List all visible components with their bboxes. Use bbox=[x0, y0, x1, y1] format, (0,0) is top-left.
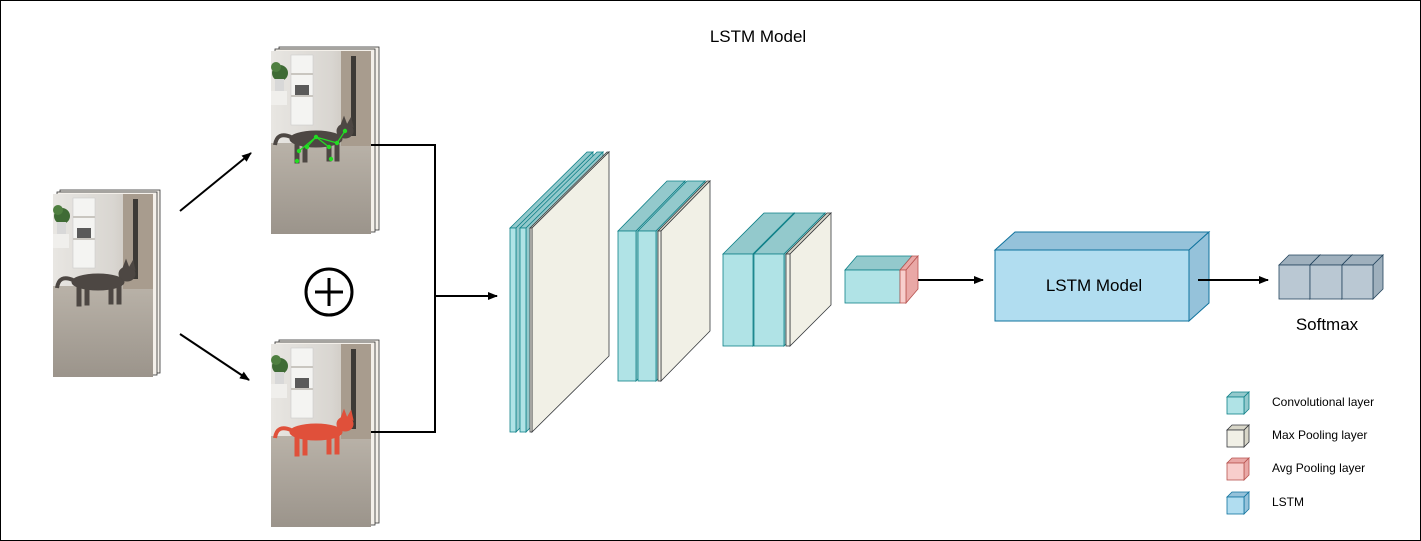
maxpool-layer-1 bbox=[529, 151, 610, 433]
legend-swatch-avgpool bbox=[1226, 462, 1245, 481]
legend-label-maxpool: Max Pooling layer bbox=[1272, 428, 1367, 442]
keypoint-video-frames bbox=[270, 46, 380, 235]
arrow-to-mask-branch bbox=[179, 333, 250, 381]
softmax-cube-3 bbox=[1341, 254, 1384, 300]
raw-video-frame-image bbox=[52, 193, 154, 378]
legend-swatch-conv bbox=[1226, 396, 1245, 415]
legend-label-avgpool: Avg Pooling layer bbox=[1272, 461, 1365, 475]
cnn-block-1 bbox=[509, 151, 610, 433]
combine-symbol bbox=[304, 267, 354, 317]
legend-item-avgpool: Avg Pooling layer bbox=[1226, 457, 1365, 481]
conv-layer-4 bbox=[844, 255, 913, 304]
cnn-block-4 bbox=[844, 254, 919, 305]
legend-label-conv: Convolutional layer bbox=[1272, 395, 1374, 409]
avgpool-layer bbox=[899, 254, 919, 305]
lstm-block-label: LSTM Model bbox=[1046, 276, 1142, 295]
raw-video-frames bbox=[52, 189, 161, 378]
lstm-block: LSTM Model bbox=[993, 230, 1211, 323]
legend-item-lstm: LSTM bbox=[1226, 491, 1304, 515]
keypoint-frame-image bbox=[270, 50, 372, 235]
legend-swatch-lstm bbox=[1226, 496, 1245, 515]
cnn-block-3 bbox=[722, 212, 832, 347]
arrow-to-keypoint-branch bbox=[179, 152, 252, 212]
legend-label-lstm: LSTM bbox=[1272, 495, 1304, 509]
softmax-label: Softmax bbox=[1296, 315, 1359, 334]
merge-connector bbox=[371, 144, 498, 433]
segmentation-mask-frames bbox=[270, 339, 380, 528]
cnn-block-2 bbox=[617, 180, 711, 382]
maxpool-layer-2 bbox=[657, 180, 711, 382]
softmax-block: Softmax bbox=[1278, 254, 1384, 334]
legend: Convolutional layer Max Pooling layer Av… bbox=[1226, 391, 1374, 515]
legend-item-maxpool: Max Pooling layer bbox=[1226, 424, 1367, 448]
maxpool-layer-3 bbox=[785, 212, 832, 347]
legend-swatch-maxpool bbox=[1226, 429, 1245, 448]
diagram-title: LSTM Model bbox=[710, 27, 806, 46]
segmentation-frame-image bbox=[270, 343, 372, 528]
legend-item-conv: Convolutional layer bbox=[1226, 391, 1374, 415]
